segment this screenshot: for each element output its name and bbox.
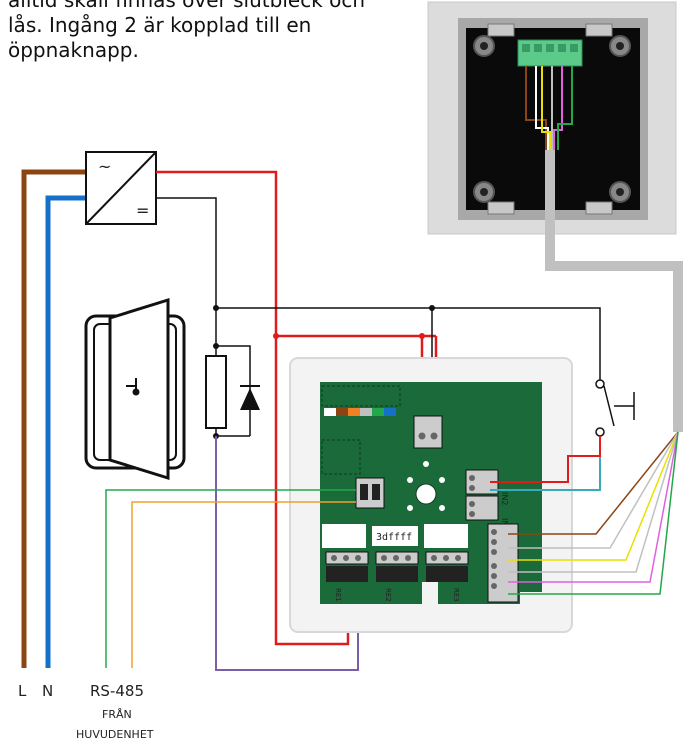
mains-n-wire — [45, 195, 88, 668]
screw-icon — [473, 35, 495, 57]
mains-l-wire — [21, 169, 88, 668]
label-fran: FRÅN — [102, 708, 132, 721]
intro-text: alltid skall finnas över slutbleck och l… — [8, 0, 366, 62]
relay-re2: RE2 — [375, 551, 419, 602]
relay-re3: RE3 — [425, 551, 469, 602]
label-rs485: RS-485 — [90, 682, 144, 700]
screw-icon — [609, 35, 631, 57]
screw-icon — [609, 181, 631, 203]
svg-text:=: = — [136, 201, 149, 220]
svg-text:RE3: RE3 — [452, 588, 460, 602]
screw-icon — [473, 181, 495, 203]
reader-wires — [508, 431, 679, 595]
control-board: IN2 IN1 3dffff RE1 RE2 RE3 — [320, 382, 542, 604]
board-label: 3dffff — [376, 532, 412, 543]
label-l: L — [18, 682, 27, 700]
reader-cable — [545, 150, 683, 432]
svg-text:~: ~ — [98, 157, 111, 176]
door-icon — [84, 297, 186, 481]
label-n: N — [42, 682, 53, 700]
rs485-a-wire — [105, 489, 356, 668]
label-huvudenhet: HUVUDENHET — [76, 728, 154, 740]
led-strip — [324, 408, 396, 416]
reader-connector — [517, 39, 583, 67]
relay-re1: RE1 — [325, 551, 369, 602]
power-supply: ~ = — [85, 151, 157, 225]
diode-icon — [240, 385, 260, 410]
svg-text:RE1: RE1 — [334, 588, 342, 602]
svg-text:RE2: RE2 — [384, 588, 392, 602]
rs485-b-wire — [131, 501, 356, 668]
lock-coil — [205, 308, 251, 439]
exit-button-icon — [595, 379, 635, 437]
svg-text:IN2: IN2 — [500, 492, 509, 505]
